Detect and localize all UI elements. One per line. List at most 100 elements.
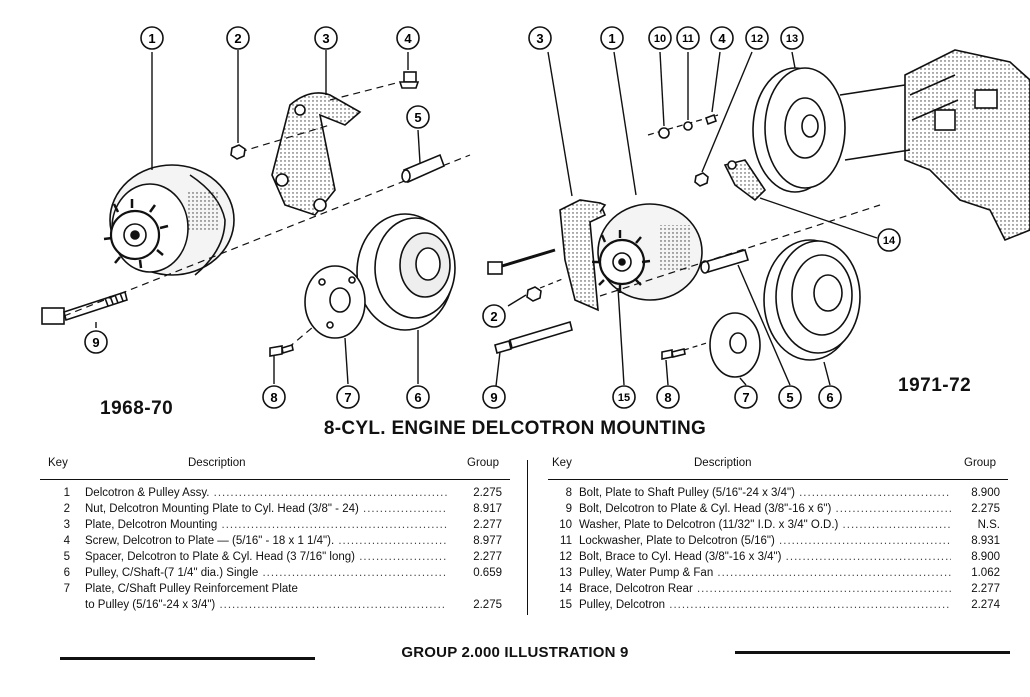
svg-text:11: 11 (682, 33, 694, 45)
row-group: 2.274 (971, 599, 1000, 611)
row-description: Plate, Delcotron Mounting ..............… (85, 519, 447, 531)
svg-text:4: 4 (404, 31, 412, 46)
row-description: Pulley, Delcotron ......................… (579, 599, 951, 611)
col-header-description: Description (694, 457, 752, 469)
row-key: 12 (559, 551, 572, 563)
right-mounting-plate-drawing (559, 199, 607, 312)
svg-text:7: 7 (742, 390, 749, 405)
col-header-key: Key (552, 457, 572, 469)
page-title: 8-CYL. ENGINE DELCOTRON MOUNTING (323, 418, 707, 439)
year-label-right: 1971-72 (898, 375, 972, 396)
exploded-diagram: 1 2 3 4 5 9 8 7 6 3 1 10 11 4 12 13 14 2… (41, 26, 1030, 409)
left-long-bolt-drawing (41, 290, 128, 325)
row-key: 15 (559, 599, 572, 611)
row-group: 8.977 (473, 535, 502, 547)
svg-text:5: 5 (786, 390, 793, 405)
callout-1-right: 1 (600, 26, 624, 50)
right-alternator-drawing (592, 203, 703, 301)
footer-rule-right (735, 651, 1010, 654)
row-description: Spacer, Delcotron to Plate & Cyl. Head (… (85, 551, 447, 563)
row-description: to Pulley (5/16"-24 x 3/4") ............… (85, 599, 447, 611)
row-description: Bolt, Brace to Cyl. Head (3/8"-16 x 3/4"… (579, 551, 951, 563)
row-group: 8.900 (971, 551, 1000, 563)
row-key: 4 (63, 535, 70, 547)
row-key: 10 (559, 519, 572, 531)
callout-11-right: 11 (676, 26, 700, 50)
row-key: 6 (63, 567, 70, 579)
svg-text:8: 8 (664, 390, 671, 405)
svg-text:14: 14 (883, 235, 896, 247)
svg-text:9: 9 (92, 335, 99, 350)
col-header-description: Description (188, 457, 246, 469)
col-header-key: Key (48, 457, 68, 469)
table-row: 11 Lockwasher, Plate to Delcotron (5/16")… (548, 534, 1008, 549)
row-group: 2.277 (971, 583, 1000, 595)
row-group: 0.659 (473, 567, 502, 579)
row-description: Pulley, Water Pump & Fan ...............… (579, 567, 951, 579)
left-alternator-drawing (103, 164, 235, 276)
row-group: 2.277 (473, 519, 502, 531)
svg-text:8: 8 (270, 390, 277, 405)
table-row: 6 Pulley, C/Shaft-(7 1/4" dia.) Single ..… (40, 566, 510, 581)
row-key: 2 (63, 503, 70, 515)
row-group: 8.900 (971, 487, 1000, 499)
row-group: N.S. (977, 519, 1000, 531)
engine-block-drawing (904, 49, 1030, 242)
row-group: 2.275 (473, 599, 502, 611)
svg-text:5: 5 (414, 110, 421, 125)
callout-8-right: 8 (656, 385, 680, 409)
row-group: 8.917 (473, 503, 502, 515)
callout-markers: 1 2 3 4 5 9 8 7 6 3 1 10 11 4 12 13 14 2… (84, 26, 901, 409)
svg-text:12: 12 (751, 33, 763, 45)
callout-10-right: 10 (648, 26, 672, 50)
callout-5-right: 5 (778, 385, 802, 409)
svg-text:3: 3 (536, 31, 543, 46)
row-key: 1 (63, 487, 70, 499)
row-group: 8.931 (971, 535, 1000, 547)
row-key: 11 (560, 535, 572, 547)
row-key: 8 (565, 487, 572, 499)
svg-text:6: 6 (826, 390, 833, 405)
svg-text:7: 7 (344, 390, 351, 405)
header-rule (548, 479, 1008, 480)
table-row: 5 Spacer, Delcotron to Plate & Cyl. Head … (40, 550, 510, 565)
table-divider (527, 460, 528, 615)
row-group: 1.062 (971, 567, 1000, 579)
row-key: 5 (63, 551, 70, 563)
row-description: Pulley, C/Shaft-(7 1/4" dia.) Single ...… (85, 567, 447, 579)
col-header-group: Group (964, 457, 996, 469)
callout-6-right: 6 (818, 385, 842, 409)
row-description: Delcotron & Pulley Assy. ...............… (85, 487, 447, 499)
row-group: 2.275 (971, 503, 1000, 515)
left-crank-pulley-drawing (356, 213, 456, 331)
table-row: 15 Pulley, Delcotron ....................… (548, 598, 1008, 613)
svg-text:4: 4 (718, 31, 726, 46)
col-header-group: Group (467, 457, 499, 469)
callout-4-left: 4 (396, 26, 420, 50)
callout-14-right: 14 (877, 228, 901, 252)
callout-8-left: 8 (262, 385, 286, 409)
callout-5-left: 5 (406, 105, 430, 129)
table-row: 1 Delcotron & Pulley Assy. ..............… (40, 486, 510, 501)
callout-9-right: 9 (482, 385, 506, 409)
left-mounting-plate-drawing (271, 92, 362, 216)
table-row: to Pulley (5/16"-24 x 3/4") ............… (40, 598, 510, 613)
row-key: 3 (63, 519, 70, 531)
year-label-left: 1968-70 (100, 398, 174, 419)
callout-9-left: 9 (84, 330, 108, 354)
svg-text:10: 10 (654, 33, 666, 45)
table-row: 3 Plate, Delcotron Mounting .............… (40, 518, 510, 533)
svg-text:15: 15 (618, 392, 630, 404)
row-description: Plate, C/Shaft Pulley Reinforcement Plat… (85, 583, 298, 595)
callout-text: 1 (148, 31, 155, 46)
footer-rule-left (60, 657, 315, 660)
row-description: Lockwasher, Plate to Delcotron (5/16") .… (579, 535, 951, 547)
svg-text:13: 13 (786, 33, 798, 45)
